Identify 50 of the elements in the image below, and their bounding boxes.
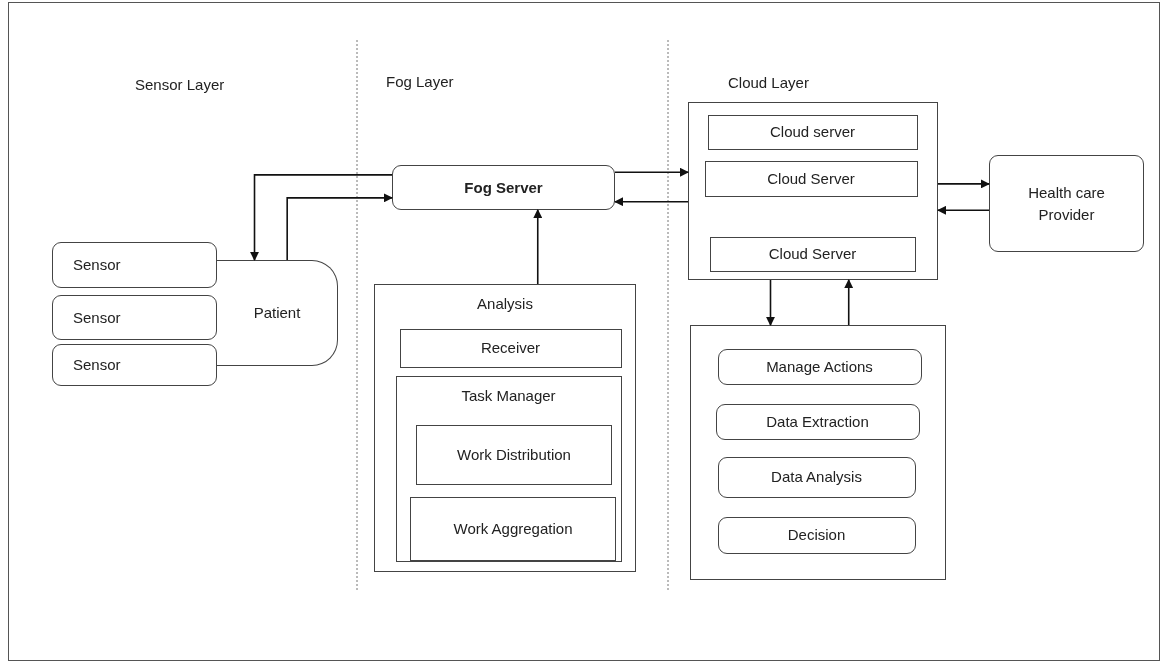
cloud-container bbox=[688, 102, 938, 280]
process-box bbox=[717, 456, 916, 498]
arrow bbox=[937, 205, 990, 215]
node-text: Receiver bbox=[480, 338, 541, 359]
process-box bbox=[715, 403, 920, 440]
patient-box bbox=[217, 260, 338, 366]
process-box bbox=[717, 348, 922, 385]
server-box bbox=[709, 236, 916, 272]
node-text: Patient bbox=[253, 303, 301, 324]
node-text: Data Extraction bbox=[766, 411, 869, 432]
arrow bbox=[937, 179, 990, 189]
node-text: Cloud server bbox=[769, 122, 855, 143]
sensor-box bbox=[52, 344, 217, 386]
layer-label: Sensor Layer bbox=[135, 76, 225, 93]
provider-box bbox=[989, 155, 1144, 252]
sensor-box bbox=[52, 242, 217, 288]
arrow bbox=[614, 167, 689, 177]
layer-label: Fog Layer bbox=[386, 73, 454, 90]
layer-label: Cloud Layer bbox=[728, 74, 809, 91]
arrow bbox=[533, 209, 543, 285]
arrow bbox=[766, 279, 775, 326]
process-container bbox=[690, 325, 946, 580]
arrow bbox=[250, 174, 393, 261]
module-container bbox=[395, 375, 622, 562]
arrow bbox=[844, 279, 854, 326]
module-container bbox=[374, 284, 636, 572]
node-text: Work Distribution bbox=[457, 445, 571, 466]
sensor-box bbox=[52, 295, 217, 340]
node-text: Decision bbox=[787, 525, 846, 546]
server-box bbox=[704, 160, 918, 197]
arrow bbox=[286, 193, 393, 261]
node-text: Cloud Server bbox=[768, 244, 857, 265]
node-text: Sensor bbox=[73, 255, 121, 276]
node-text: Cloud Server bbox=[767, 168, 855, 189]
server-box bbox=[707, 114, 918, 150]
process-box bbox=[399, 328, 622, 368]
node-text: Fog Server bbox=[464, 177, 543, 198]
process-box bbox=[717, 516, 916, 554]
node-text: Analysis bbox=[476, 294, 534, 314]
node-text: Sensor bbox=[73, 307, 121, 328]
process-box bbox=[416, 425, 612, 485]
node-text: Manage Actions bbox=[766, 356, 873, 377]
server-box bbox=[392, 165, 615, 210]
process-box bbox=[410, 497, 616, 561]
node-text: Health care Provider bbox=[1027, 182, 1106, 225]
node-text: Task Manager bbox=[460, 385, 557, 406]
node-text: Sensor bbox=[73, 355, 121, 376]
node-text: Work Aggregation bbox=[453, 519, 573, 540]
node-text: Data Analysis bbox=[771, 467, 862, 488]
arrow bbox=[614, 197, 689, 207]
